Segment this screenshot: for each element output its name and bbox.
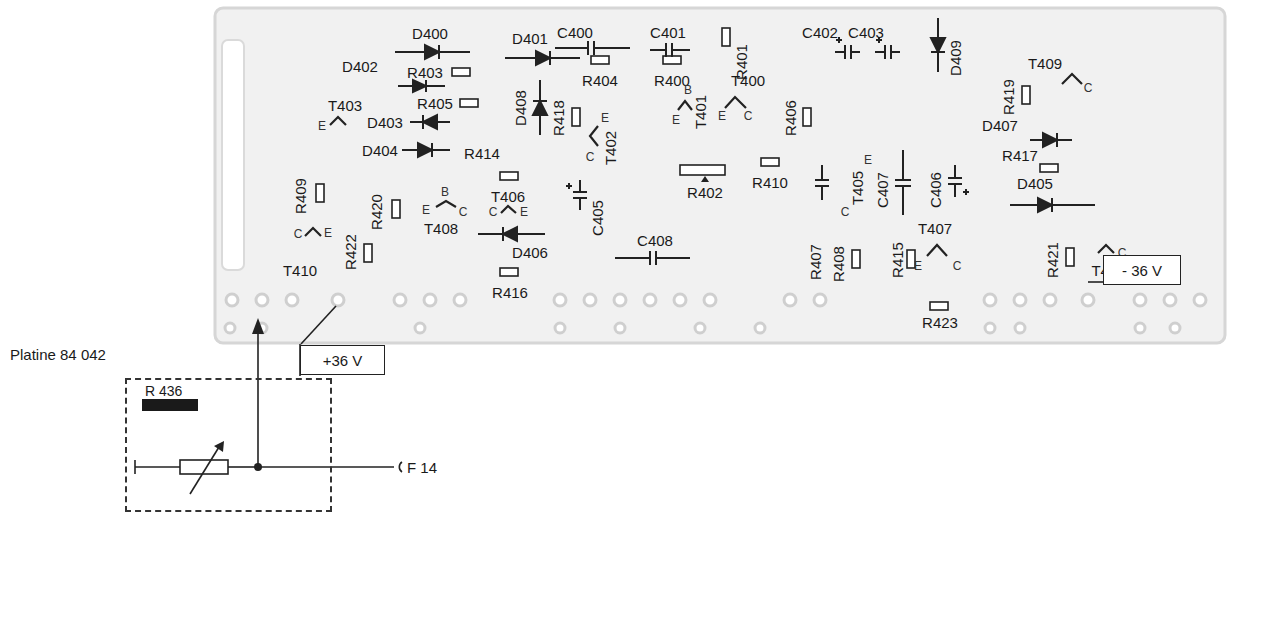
- component-label: D406: [512, 245, 548, 260]
- component-label: R403: [407, 65, 443, 80]
- component-label: D400: [412, 26, 448, 41]
- component-label: D405: [1017, 176, 1053, 191]
- component-label: R404: [582, 73, 618, 88]
- component-label: C403: [848, 25, 884, 40]
- component-label: D408: [513, 90, 528, 126]
- pin-letter: E: [318, 120, 326, 132]
- component-label: C407: [875, 172, 890, 208]
- component-label: D407: [982, 118, 1018, 133]
- component-label: R414: [464, 146, 500, 161]
- pin-letter: E: [324, 227, 332, 239]
- component-label: T405: [850, 171, 865, 205]
- pin-letter: E: [520, 206, 528, 218]
- component-label: R415: [890, 242, 905, 278]
- pin-letter: E: [672, 114, 680, 126]
- component-label: C402: [802, 25, 838, 40]
- pin-letter: C: [489, 206, 498, 218]
- voltage-box: +36 V: [300, 345, 385, 375]
- component-label: D403: [367, 115, 403, 130]
- component-label: T402: [603, 131, 618, 165]
- pin-letter: C: [744, 110, 753, 122]
- pin-letter: B: [684, 84, 692, 96]
- component-label: R410: [752, 175, 788, 190]
- pin-letter: E: [864, 154, 872, 166]
- node-text: +36 V: [323, 353, 363, 368]
- component-label: R416: [492, 285, 528, 300]
- component-label: T408: [424, 221, 458, 236]
- component-label: R408: [831, 246, 846, 282]
- component-label: R407: [808, 244, 823, 280]
- pin-letter: C: [841, 206, 850, 218]
- pin-letter: C: [294, 228, 303, 240]
- pin-letter: B: [441, 186, 449, 198]
- pin-letter: E: [422, 204, 430, 216]
- node-text: R 436: [145, 384, 182, 398]
- component-label: D401: [512, 31, 548, 46]
- pin-letter: C: [459, 206, 468, 218]
- pin-letter: E: [718, 110, 726, 122]
- voltage-box: - 36 V: [1103, 255, 1181, 285]
- board-name: Platine 84 042: [10, 347, 106, 362]
- component-label: T400: [731, 73, 765, 88]
- component-label: R419: [1001, 79, 1016, 115]
- component-label: C401: [650, 25, 686, 40]
- component-label: R409: [293, 178, 308, 214]
- component-label: R405: [417, 96, 453, 111]
- component-label: R418: [551, 100, 566, 136]
- component-label: T409: [1028, 56, 1062, 71]
- component-label: R421: [1045, 242, 1060, 278]
- component-label: T401: [693, 95, 708, 129]
- component-label: T407: [918, 221, 952, 236]
- component-label: D404: [362, 143, 398, 158]
- component-label: C405: [590, 200, 605, 236]
- component-label: C400: [557, 25, 593, 40]
- component-label: R406: [783, 100, 798, 136]
- dashed-board-box: Platine 84 042R 436: [125, 378, 332, 512]
- component-label: C408: [637, 233, 673, 248]
- component-label: D402: [342, 59, 378, 74]
- component-label: R417: [1002, 148, 1038, 163]
- pin-letter: E: [601, 112, 609, 124]
- component-label: R422: [343, 234, 358, 270]
- component-label: R402: [687, 185, 723, 200]
- component-label: F 14: [407, 460, 437, 475]
- pin-letter: E: [914, 260, 922, 272]
- node-text: - 36 V: [1122, 263, 1162, 278]
- component-label: T410: [283, 263, 317, 278]
- component-label: R423: [922, 315, 958, 330]
- component-label: C406: [928, 172, 943, 208]
- pin-letter: C: [953, 260, 962, 272]
- component-label: T403: [328, 98, 362, 113]
- pin-letter: C: [586, 151, 595, 163]
- component-label: R420: [369, 194, 384, 230]
- component-label: T406: [491, 189, 525, 204]
- pin-letter: C: [1084, 82, 1093, 94]
- component-label: D409: [948, 40, 963, 76]
